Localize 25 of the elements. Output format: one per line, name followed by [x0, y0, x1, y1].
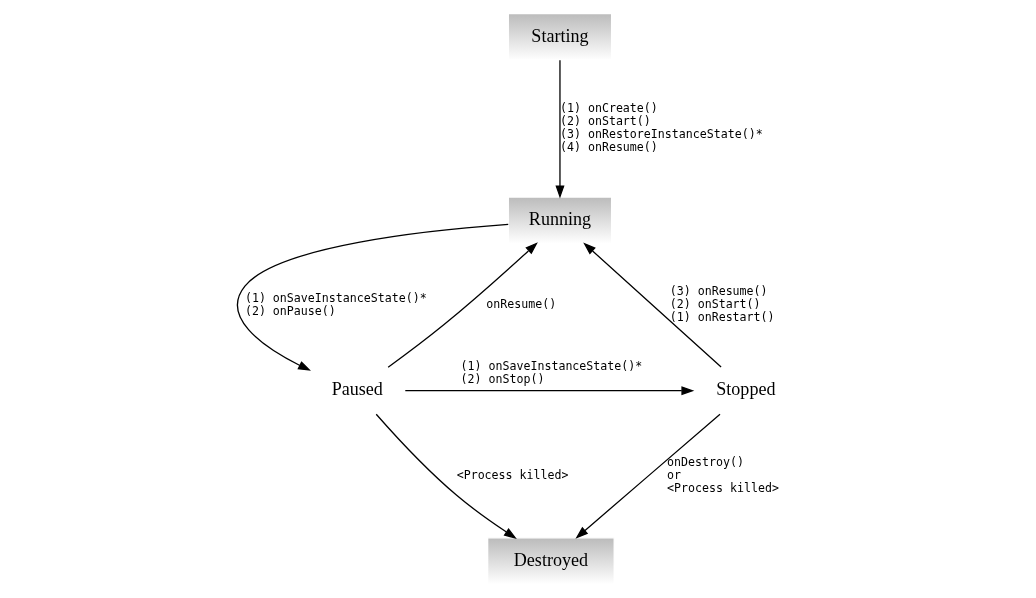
edge-label: or — [667, 467, 682, 482]
edge-label: (1) onCreate() — [559, 101, 658, 116]
edge-label: (2) onStop() — [460, 372, 545, 387]
edge-label: (2) onPause() — [244, 303, 336, 318]
node-text: Paused — [331, 379, 383, 400]
arrow — [387, 242, 538, 368]
edge-label: (2) onStart() — [669, 297, 761, 312]
edge-label: <Process killed> — [456, 467, 569, 482]
arrow — [375, 413, 517, 539]
arrow — [404, 386, 695, 396]
edge-label: onResume() — [486, 297, 557, 312]
edge-label: (1) onSaveInstanceState()* — [460, 359, 643, 374]
edge-label: (1) onRestart() — [669, 310, 775, 325]
arrow — [575, 413, 721, 539]
edge-label: (2) onStart() — [559, 113, 651, 128]
edge-label: (4) onResume() — [559, 139, 658, 154]
edge-label: (3) onRestoreInstanceState()* — [559, 126, 763, 141]
edge-label: (1) onSaveInstanceState()* — [244, 290, 427, 305]
arrow — [555, 59, 565, 199]
arrow — [237, 223, 509, 371]
node-text: Stopped — [716, 379, 776, 400]
arrow — [583, 242, 722, 368]
edge-label: (3) onResume() — [669, 284, 768, 299]
edge-label: onDestroy() — [667, 454, 745, 469]
edge-label: <Process killed> — [667, 480, 779, 495]
